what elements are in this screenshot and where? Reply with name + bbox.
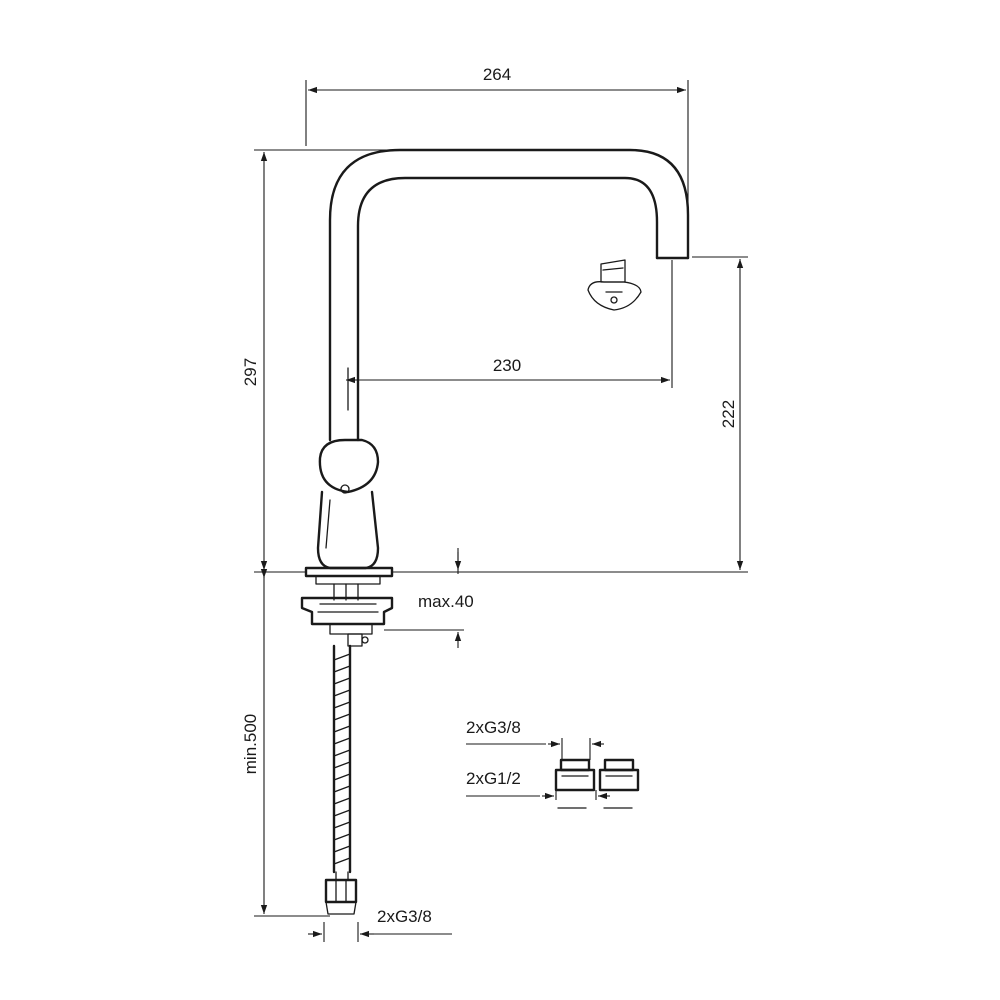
adapter-upper-label: 2xG3/8 — [466, 718, 521, 737]
dimension-222-label: 222 — [719, 400, 738, 428]
dimension-297-label: 297 — [241, 358, 260, 386]
dimension-overall-width: 264 — [305, 65, 689, 212]
adapter-lower-label: 2xG1/2 — [466, 769, 521, 788]
flexible-hose — [324, 644, 358, 915]
faucet-spout — [328, 148, 690, 442]
adapter-detail: 2xG3/8 2xG1/2 — [466, 718, 640, 809]
dimension-max40-label: max.40 — [418, 592, 474, 611]
dimension-spout-height: 222 — [392, 256, 748, 573]
hose-connection-label: 2xG3/8 — [377, 907, 432, 926]
dimension-spout-reach: 230 — [346, 260, 673, 388]
dimension-hose-length: min.500 — [241, 569, 330, 917]
aerator-icon — [587, 259, 642, 311]
dimension-min500-label: min.500 — [241, 714, 260, 774]
dimension-264-label: 264 — [483, 65, 511, 84]
dimension-hose-connection: 2xG3/8 — [308, 907, 452, 942]
dimension-overall-height: 297 — [241, 149, 398, 573]
adapter-right-icon — [598, 758, 640, 809]
dimension-deck-thickness: max.40 — [384, 548, 474, 648]
faucet-body — [300, 438, 394, 647]
adapter-left-icon — [554, 758, 596, 809]
dimension-230-label: 230 — [493, 356, 521, 375]
